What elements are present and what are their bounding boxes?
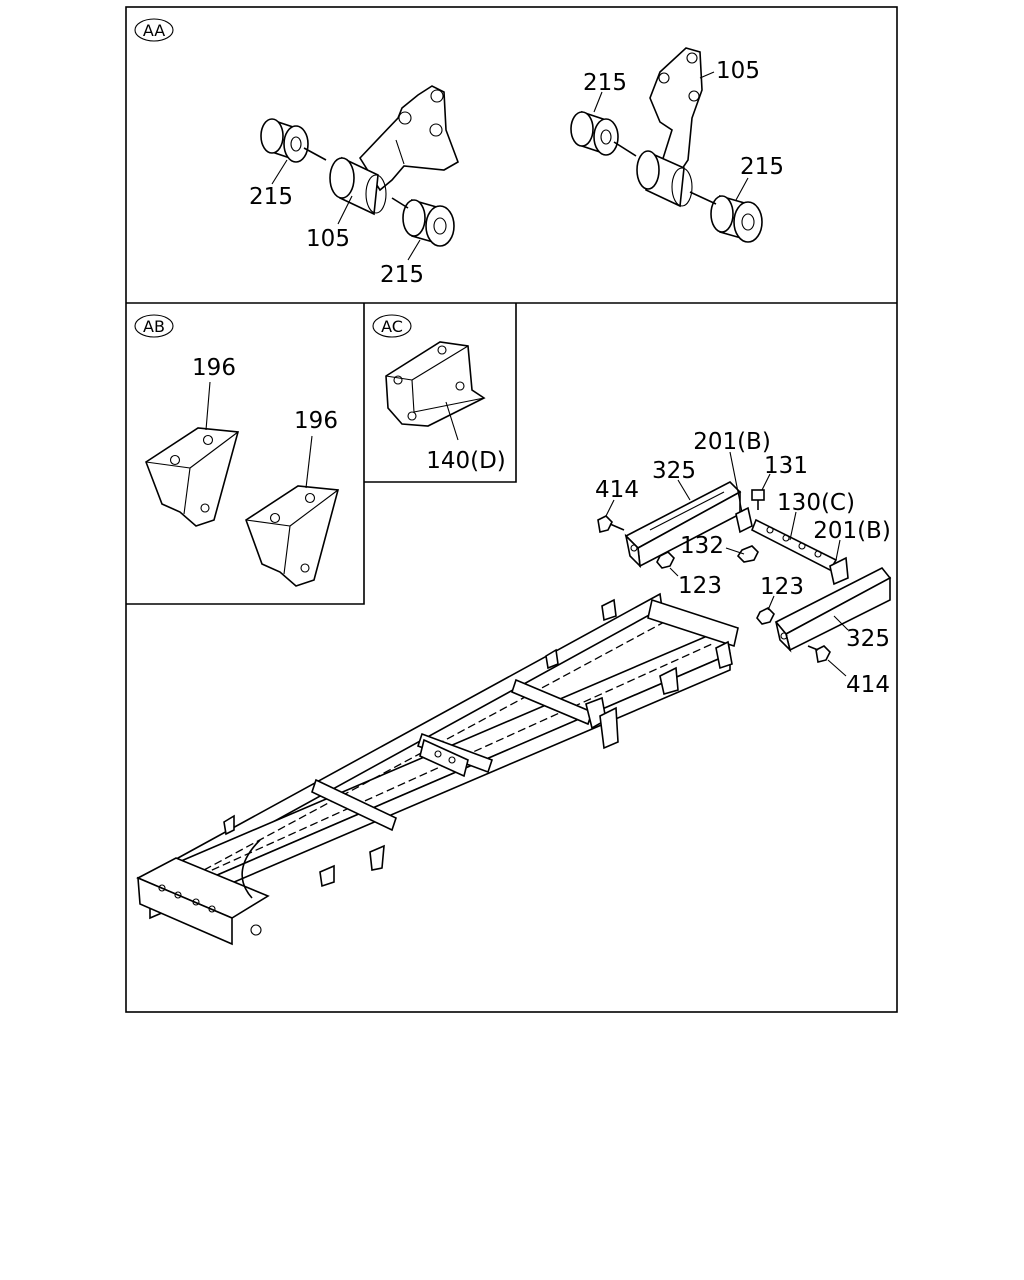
bracket-140 [385,341,486,427]
diagram-frame [125,6,898,1013]
bolt-414-upper [597,515,625,533]
callout-130: 130(C) [777,490,855,516]
bolt-414-lower [807,645,831,663]
chassis-frame [136,592,739,946]
callout-215: 215 [583,70,627,96]
callout-123: 123 [678,573,722,599]
bushing-215-upper-right [570,110,637,157]
callout-196: 196 [192,355,236,381]
callout-105: 105 [716,58,760,84]
crossmember-325-upper [624,481,742,569]
callout-123: 123 [760,574,804,600]
callout-215: 215 [740,154,784,180]
bolt-131 [751,489,765,510]
section-tag-ac: AC [372,314,412,338]
nut-123-right [756,607,775,625]
callout-325: 325 [652,458,696,484]
bracket-201-right [829,556,849,586]
callout-132: 132 [680,533,724,559]
callout-414: 414 [846,672,890,698]
callout-131: 131 [764,453,808,479]
bushing-215-upper-left [260,118,327,163]
crossmember-325-lower [774,566,892,653]
callout-196: 196 [294,408,338,434]
svg-text:AC: AC [381,317,403,336]
bracket-196-right [245,485,340,587]
nut-132 [736,545,759,563]
callout-201: 201(B) [693,429,771,455]
nut-123-left [656,551,675,569]
callout-140: 140(D) [426,448,506,474]
callout-215: 215 [380,262,424,288]
bushing-215-lower-left [391,197,455,247]
bracket-105-left [329,85,459,216]
callout-215: 215 [249,184,293,210]
callout-201: 201(B) [813,518,891,544]
section-tag-ab: AB [134,314,174,338]
plate-130 [750,518,838,572]
callout-325: 325 [846,626,890,652]
svg-text:AA: AA [143,21,165,40]
callout-105: 105 [306,226,350,252]
callout-414: 414 [595,477,639,503]
bushing-215-lower-right [689,191,763,243]
section-tag-aa: AA [134,18,174,42]
bracket-201-upper [735,506,753,534]
bracket-105-right [636,47,703,208]
bracket-196-left [145,427,240,527]
svg-text:AB: AB [143,317,165,336]
